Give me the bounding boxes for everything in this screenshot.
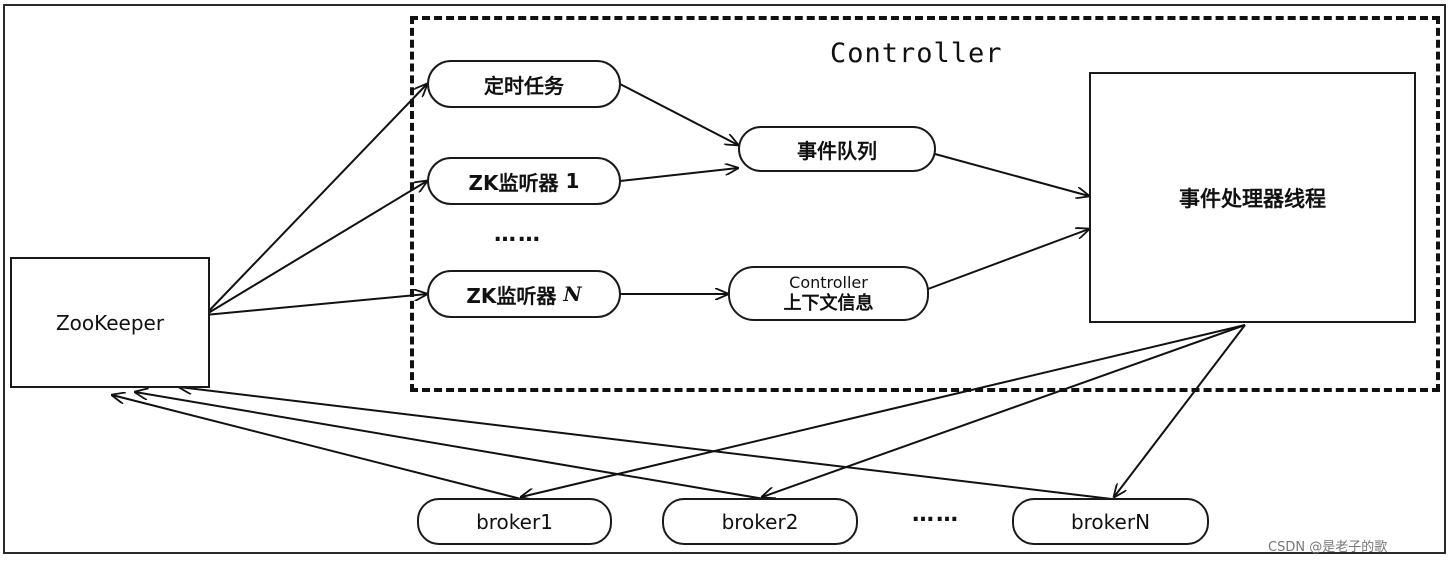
controller-context-node: Controller 上下文信息 (728, 266, 929, 321)
zk-listener-n-index: N (563, 282, 582, 306)
controller-context-line-2: 上下文信息 (783, 292, 874, 314)
broker-label: brokerN (1070, 509, 1151, 534)
zk-listener-1-node: ZK监听器 1 (427, 157, 621, 205)
arrow-broker-1-to-zk (112, 395, 526, 501)
arrow-listener-1-to-queue (619, 168, 738, 182)
timer-task-node: 定时任务 (427, 60, 621, 108)
broker-ellipsis: …… (912, 502, 960, 527)
zk-listener-n-node: ZK监听器 N (427, 270, 621, 318)
arrow-broker-n-to-zk (179, 387, 1121, 501)
event-queue-node: 事件队列 (738, 126, 936, 172)
broker-label: broker1 (476, 509, 553, 534)
event-handler-thread-node: 事件处理器线程 (1089, 72, 1416, 323)
zk-listener-n-prefix: ZK监听器 (466, 283, 564, 308)
arrow-broker-2-to-zk (135, 392, 771, 501)
controller-context-line-1: Controller (789, 272, 868, 292)
broker-node: brokerN (1012, 498, 1209, 545)
arrow-context-to-handler (927, 229, 1089, 290)
zk-listener-1-index: 1 (565, 169, 580, 193)
arrow-zk-to-listener-1 (204, 181, 427, 316)
listener-ellipsis: …… (494, 222, 542, 247)
arrow-timer-to-queue (619, 83, 738, 145)
zookeeper-node: ZooKeeper (10, 257, 210, 388)
controller-title: Controller (830, 38, 1003, 69)
controller-boundary (410, 16, 1440, 392)
arrow-queue-to-handler (934, 153, 1089, 196)
arrow-handler-to-broker-2 (762, 324, 1246, 497)
arrow-handler-to-broker-n (1114, 324, 1246, 497)
arrow-zk-to-timer (204, 84, 427, 316)
broker-node: broker1 (417, 498, 612, 545)
arrow-zk-to-listener-n (204, 294, 427, 316)
timer-task-label: 定时任务 (484, 73, 564, 98)
zk-listener-1-prefix: ZK监听器 (468, 170, 566, 195)
broker-node: broker2 (662, 498, 858, 545)
watermark: CSDN @是老子的歌 (1268, 540, 1388, 555)
broker-label: broker2 (721, 509, 799, 534)
arrow-handler-to-broker-1 (521, 324, 1246, 497)
outer-frame (3, 4, 1446, 554)
event-queue-label: 事件队列 (797, 138, 877, 163)
